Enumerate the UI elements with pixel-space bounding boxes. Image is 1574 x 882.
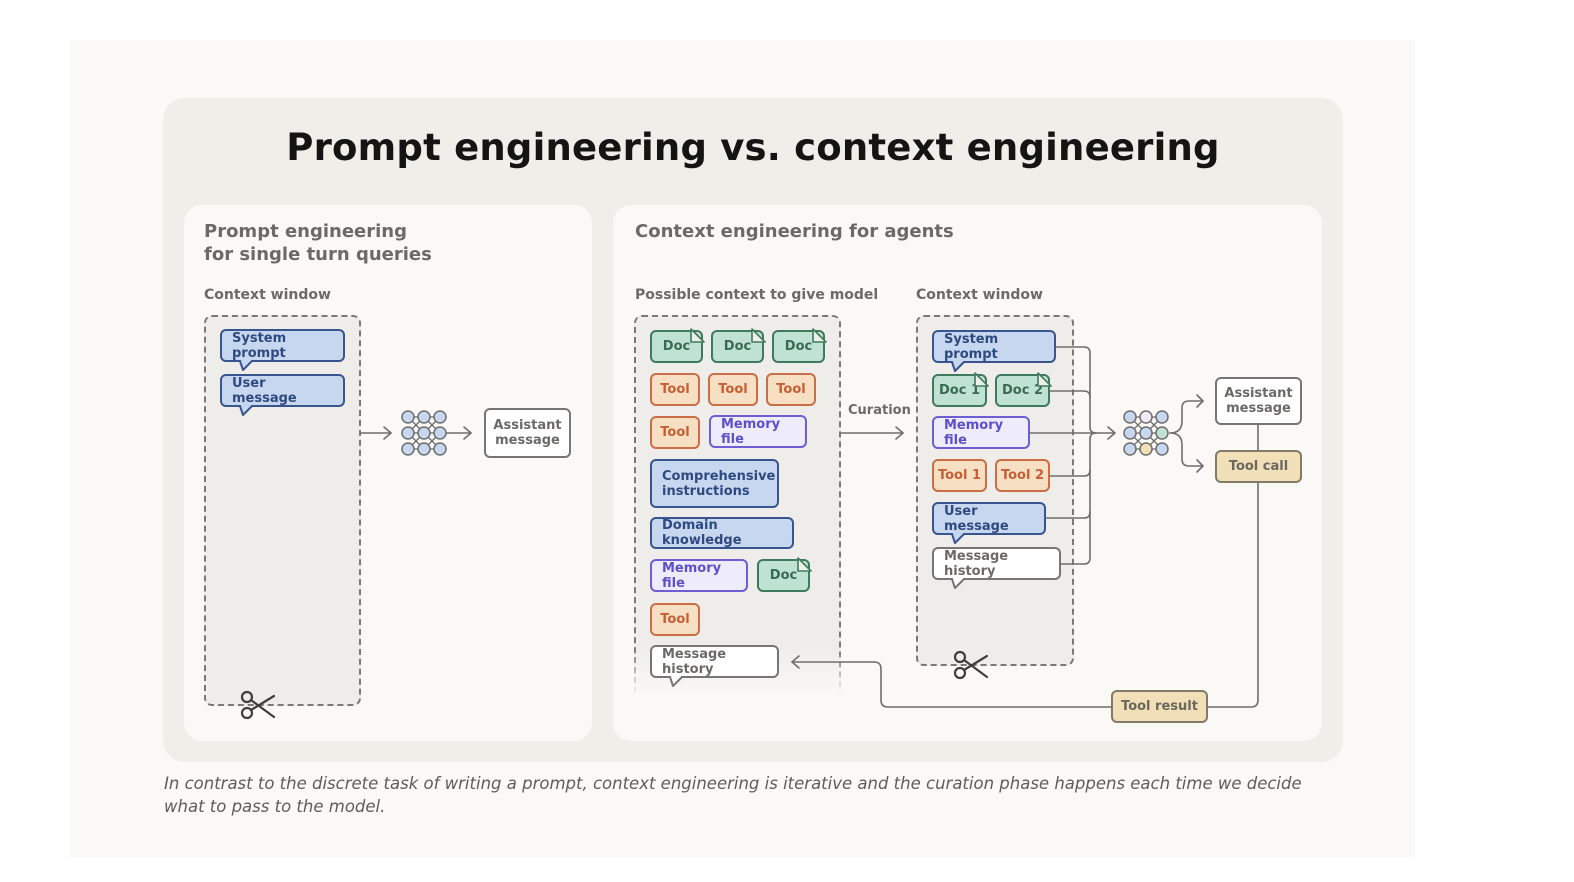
tool-chip: Tool: [708, 373, 758, 406]
left-system-prompt-chip: System prompt: [220, 329, 345, 362]
chip-label: Doc: [662, 339, 691, 354]
chip-label: Tool call: [1228, 459, 1289, 474]
chip-label: Tool 1: [937, 468, 982, 483]
chip-label: User message: [232, 375, 297, 406]
comprehensive-instructions-chip: Comprehensive instructions: [650, 459, 779, 508]
chip-label: Memory file: [662, 560, 722, 591]
chip-label: Tool 2: [1000, 468, 1045, 483]
chip-label: System prompt: [232, 330, 287, 361]
title-line-2: for single turn queries: [204, 244, 432, 265]
chip-label: User message: [944, 503, 1009, 534]
tool-result-chip: Tool result: [1111, 690, 1208, 723]
agent-context-window-label: Context window: [916, 287, 1043, 303]
chip-label: Tool: [718, 382, 748, 397]
chip-label: Assistant message: [1224, 386, 1293, 416]
memory-file-chip: Memory file: [709, 415, 807, 448]
doc-chip: Doc: [757, 559, 810, 592]
tool-chip: Tool: [650, 373, 700, 406]
agent-memory-file-chip: Memory file: [932, 416, 1030, 449]
agent-assistant-message: Assistant message: [1215, 377, 1302, 425]
diagram-title: Prompt engineering vs. context engineeri…: [286, 126, 1220, 169]
agent-user-message-chip: User message: [932, 502, 1046, 535]
chip-label: Comprehensive instructions: [662, 468, 776, 499]
domain-knowledge-chip: Domain knowledge: [650, 517, 794, 549]
prompt-engineering-title: Prompt engineering for single turn queri…: [204, 220, 432, 266]
chip-label: Memory file: [944, 417, 1004, 448]
possible-context-label: Possible context to give model: [635, 287, 879, 303]
tool-1-chip: Tool 1: [932, 459, 987, 492]
curation-label: Curation: [848, 403, 911, 418]
chip-label: Tool result: [1121, 699, 1198, 714]
chip-label: Assistant message: [493, 418, 562, 448]
chip-label: Tool: [776, 382, 806, 397]
chip-label: Tool: [660, 612, 690, 627]
context-engineering-title: Context engineering for agents: [635, 221, 954, 242]
tool-chip: Tool: [650, 603, 700, 636]
tool-call-chip: Tool call: [1215, 450, 1302, 483]
chip-label: Doc 2: [1002, 383, 1043, 398]
chip-label: Tool: [660, 425, 690, 440]
chip-label: Message history: [944, 548, 1009, 579]
doc-chip: Doc: [772, 330, 825, 363]
chip-label: Domain knowledge: [662, 518, 742, 548]
figure-caption: In contrast to the discrete task of writ…: [164, 774, 1302, 816]
left-context-window-label: Context window: [204, 287, 331, 303]
left-user-message-chip: User message: [220, 374, 345, 407]
doc-2-chip: Doc 2: [995, 374, 1050, 407]
chip-label: Doc: [723, 339, 752, 354]
chip-label: Memory file: [721, 416, 781, 447]
title-line-1: Prompt engineering: [204, 221, 408, 242]
possible-message-history-chip: Message history: [650, 645, 779, 678]
agent-message-history-chip: Message history: [932, 547, 1061, 580]
chip-label: Doc 1: [939, 383, 980, 398]
chip-label: System prompt: [944, 331, 999, 362]
left-assistant-message: Assistant message: [484, 408, 571, 458]
tool-chip: Tool: [766, 373, 816, 406]
chip-label: Message history: [662, 646, 727, 677]
tool-2-chip: Tool 2: [995, 459, 1050, 492]
memory-file-chip: Memory file: [650, 559, 748, 592]
chip-label: Doc: [784, 339, 813, 354]
tool-chip: Tool: [650, 416, 700, 449]
doc-chip: Doc: [650, 330, 703, 363]
doc-chip: Doc: [711, 330, 764, 363]
chip-label: Doc: [769, 568, 798, 583]
doc-1-chip: Doc 1: [932, 374, 987, 407]
chip-label: Tool: [660, 382, 690, 397]
agent-system-prompt-chip: System prompt: [932, 330, 1056, 363]
